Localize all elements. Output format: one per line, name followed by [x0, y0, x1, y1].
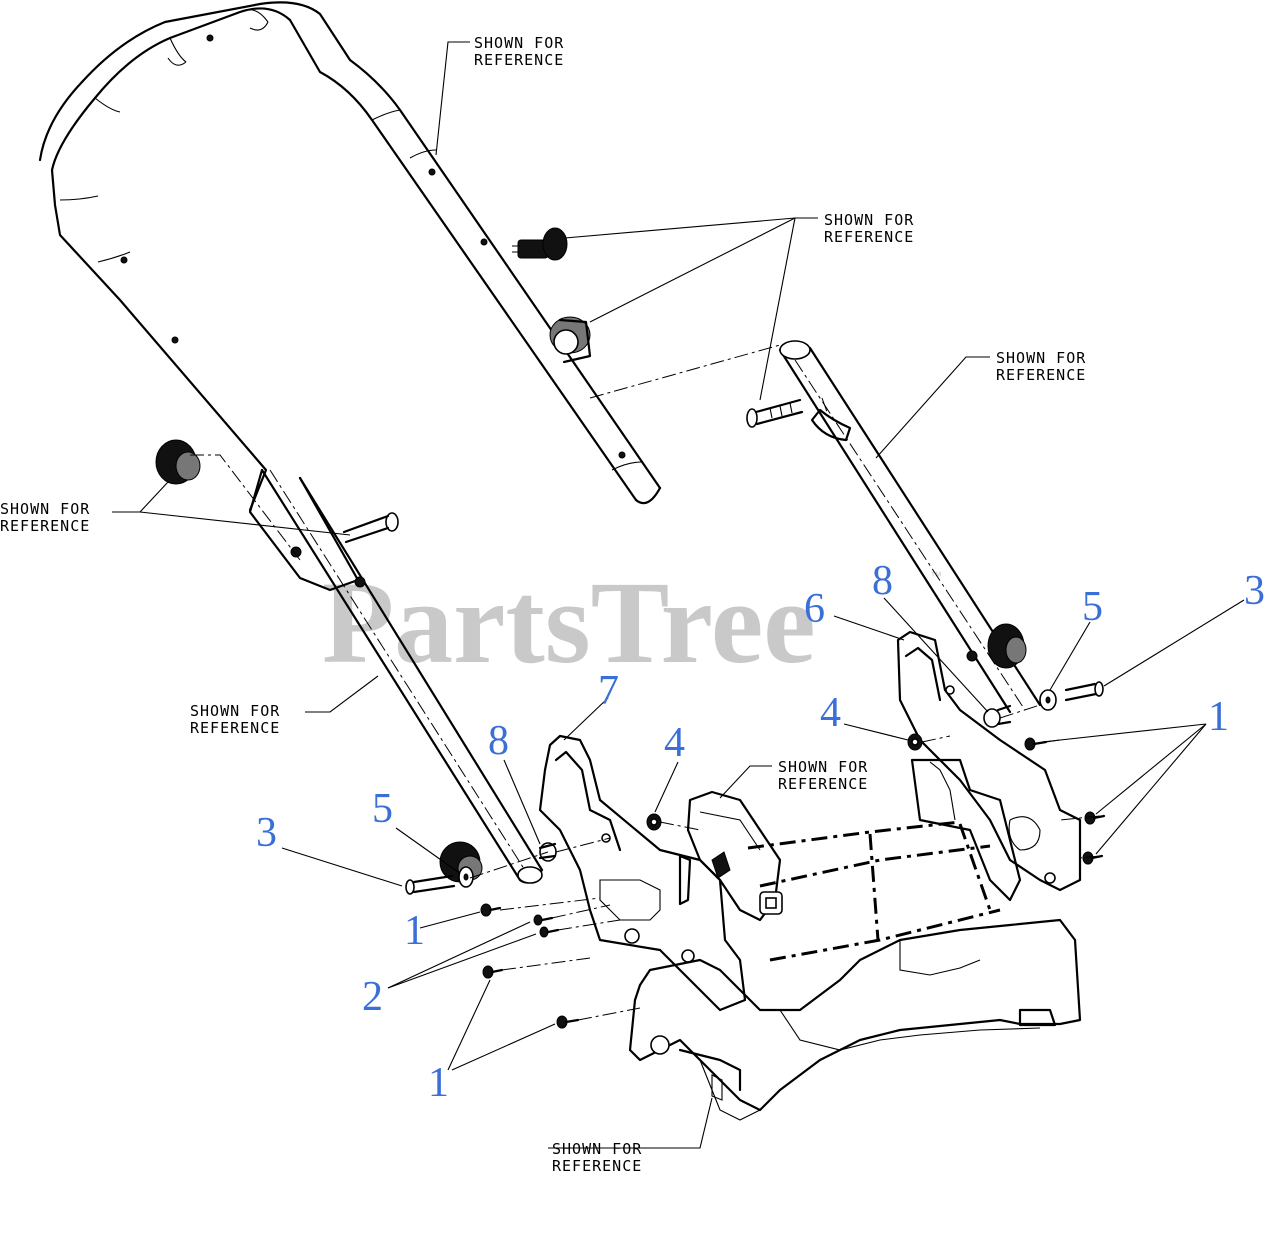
left-handle-bracket[interactable]	[538, 734, 747, 1012]
carriage-bolt-left-icon[interactable]	[342, 512, 399, 544]
reference-label-left-tube: SHOWN FOR REFERENCE	[190, 702, 280, 737]
reference-label-cable-guide: SHOWN FOR REFERENCE	[778, 758, 868, 793]
callout-8-left[interactable]: 8	[488, 718, 509, 764]
callout-8-right[interactable]: 8	[872, 558, 893, 604]
bolt-left-icon[interactable]	[405, 874, 456, 895]
callout-2[interactable]: 2	[362, 974, 383, 1020]
upper-handle[interactable]	[38, 1, 662, 512]
pin-lower-icon[interactable]	[539, 926, 560, 938]
svg-text:SHOWN FOR: SHOWN FOR	[190, 702, 280, 720]
svg-text:REFERENCE: REFERENCE	[778, 775, 868, 793]
reference-label-knobs: SHOWN FOR REFERENCE	[824, 211, 914, 246]
callout-6[interactable]: 6	[804, 586, 825, 632]
bolt-right-icon[interactable]	[1064, 681, 1104, 702]
reference-label-deck: SHOWN FOR REFERENCE	[552, 1140, 642, 1175]
svg-text:SHOWN FOR: SHOWN FOR	[824, 211, 914, 229]
screw-right-middle-icon[interactable]	[1084, 811, 1106, 825]
reference-leaders	[112, 41, 990, 1149]
screw-right-lower-icon[interactable]	[1082, 851, 1104, 865]
svg-text:SHOWN FOR: SHOWN FOR	[0, 500, 90, 518]
nut-right-icon[interactable]	[907, 733, 923, 751]
knob-top-icon[interactable]	[512, 227, 568, 261]
svg-text:REFERENCE: REFERENCE	[996, 366, 1086, 384]
screw-left-lower-icon[interactable]	[482, 965, 504, 979]
reference-label-top-handle: SHOWN FOR REFERENCE	[474, 34, 564, 69]
callout-leaders	[281, 597, 1245, 1071]
callout-7[interactable]: 7	[598, 668, 619, 714]
svg-text:REFERENCE: REFERENCE	[0, 517, 90, 535]
svg-text:SHOWN FOR: SHOWN FOR	[474, 34, 564, 52]
screw-left-upper-icon[interactable]	[480, 903, 502, 917]
callout-3-right[interactable]: 3	[1244, 568, 1265, 614]
screw-bottom-icon[interactable]	[556, 1015, 580, 1029]
callout-1-left-upper[interactable]: 1	[404, 908, 425, 954]
nut-left-icon[interactable]	[646, 813, 662, 831]
callout-5-left[interactable]: 5	[372, 786, 393, 832]
washer-left-icon[interactable]	[458, 866, 474, 888]
washer-right-icon[interactable]	[1039, 689, 1057, 711]
svg-text:REFERENCE: REFERENCE	[474, 51, 564, 69]
svg-text:REFERENCE: REFERENCE	[824, 228, 914, 246]
cross-frame	[747, 758, 1022, 962]
mower-deck-frame	[628, 918, 1082, 1121]
carriage-bolt-right-icon[interactable]	[746, 398, 804, 428]
partstree-watermark: PartsTree	[322, 557, 816, 688]
callout-4-right[interactable]: 4	[820, 690, 841, 736]
callout-1-bottom[interactable]: 1	[428, 1060, 449, 1106]
svg-text:SHOWN FOR: SHOWN FOR	[552, 1140, 642, 1158]
reference-label-left-knob: SHOWN FOR REFERENCE	[0, 500, 90, 535]
pin-upper-icon[interactable]	[533, 914, 554, 926]
callout-5-right[interactable]: 5	[1082, 584, 1103, 630]
watermark-trademark: ™	[930, 569, 942, 583]
left-lower-tube[interactable]	[248, 468, 544, 884]
screw-right-upper-icon[interactable]	[1024, 737, 1048, 751]
callout-4-left[interactable]: 4	[664, 720, 685, 766]
callout-1-right[interactable]: 1	[1208, 694, 1229, 740]
knob-middle-icon[interactable]	[549, 316, 592, 364]
callout-3-left[interactable]: 3	[256, 810, 277, 856]
svg-text:SHOWN FOR: SHOWN FOR	[996, 349, 1086, 367]
svg-text:REFERENCE: REFERENCE	[190, 719, 280, 737]
knob-left-icon[interactable]	[155, 439, 201, 485]
spacer-right-icon[interactable]	[983, 704, 1012, 728]
svg-text:REFERENCE: REFERENCE	[552, 1157, 642, 1175]
svg-text:SHOWN FOR: SHOWN FOR	[778, 758, 868, 776]
cable-guide	[686, 790, 783, 922]
knob-right-icon[interactable]	[987, 623, 1027, 669]
reference-label-right-tube: SHOWN FOR REFERENCE	[996, 349, 1086, 384]
